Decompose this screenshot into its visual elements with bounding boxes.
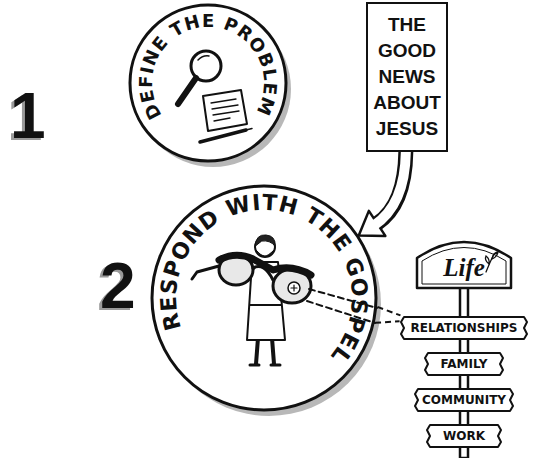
step-heading: DEFINE THE PROBLEM	[135, 10, 281, 123]
board-border	[401, 317, 527, 339]
board-text: FAMILY	[424, 352, 504, 376]
arc-heading: RESPOND WITH THE GOSPEL	[156, 190, 373, 368]
board-border	[425, 353, 503, 375]
board-text: WORK	[426, 424, 502, 448]
arrow-head	[359, 211, 386, 236]
board-border	[427, 425, 501, 447]
board-border	[415, 389, 513, 411]
callout-number: 1	[10, 84, 46, 148]
board-text: RELATIONSHIPS	[400, 316, 528, 340]
sign-board: RELATIONSHIPS	[400, 316, 528, 340]
board-text: COMMUNITY	[414, 388, 514, 412]
callout-arrow	[359, 152, 406, 236]
sign-top: Life	[416, 236, 512, 288]
circle-outline: RESPOND WITH THE GOSPEL	[148, 182, 380, 414]
sign-title: Life	[416, 236, 512, 288]
circle-border	[130, 5, 286, 161]
arrow-fill	[374, 152, 406, 226]
arrow-outline	[377, 152, 406, 223]
circle-border	[152, 186, 376, 410]
circle-outline: DEFINE THE PROBLEM	[125, 0, 291, 166]
step-heading: RESPOND WITH THE GOSPEL	[156, 190, 373, 368]
sign-board: COMMUNITY	[414, 388, 514, 412]
sign-board: WORK	[426, 424, 502, 448]
callout-text: THE GOOD NEWS ABOUT JESUS	[372, 12, 442, 142]
callout-number: 2	[100, 254, 136, 318]
sign-board: FAMILY	[424, 352, 504, 376]
step-circle: DEFINE THE PROBLEM	[125, 0, 291, 166]
callout-box: THE GOOD NEWS ABOUT JESUS	[366, 2, 448, 152]
step-circle: RESPOND WITH THE GOSPEL	[148, 182, 380, 414]
arc-heading: DEFINE THE PROBLEM	[135, 10, 281, 123]
